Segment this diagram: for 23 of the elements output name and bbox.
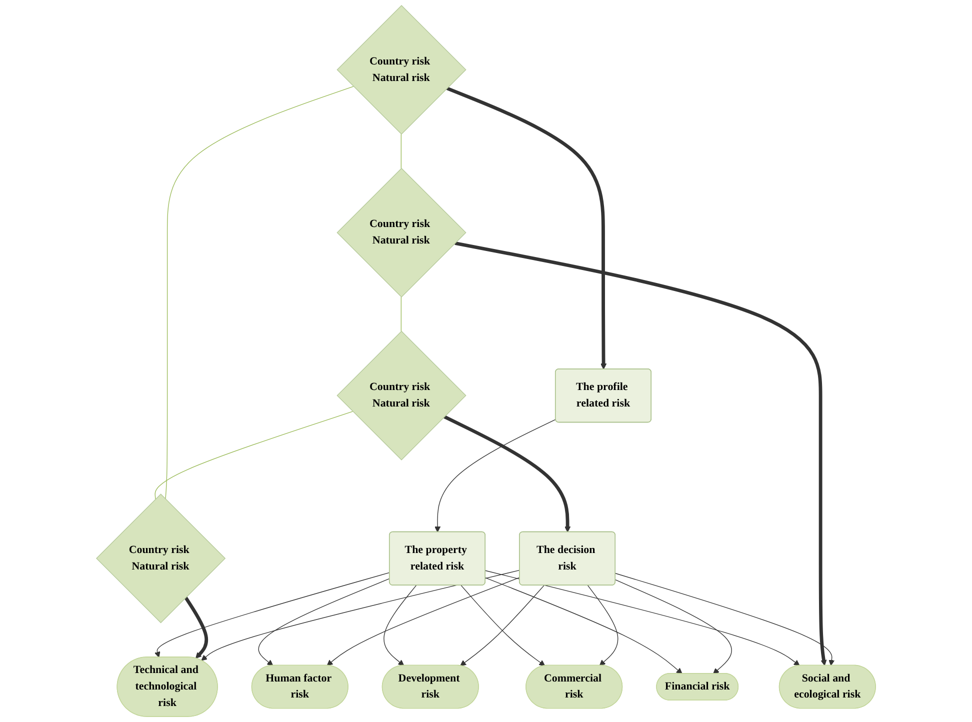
arrow	[384, 585, 417, 666]
arrow	[434, 419, 556, 532]
connector	[154, 411, 354, 500]
arrow	[587, 585, 618, 666]
arrow	[444, 415, 571, 532]
arrow	[446, 86, 607, 370]
arrow	[184, 596, 208, 659]
connector	[400, 296, 402, 332]
node-diamond: Country risk Natural risk	[336, 5, 466, 135]
arrow	[485, 570, 800, 666]
arrow	[615, 573, 835, 666]
arrow	[154, 572, 390, 658]
arrow	[201, 570, 520, 661]
arrow	[485, 577, 682, 674]
connector	[165, 86, 354, 500]
arrow	[454, 241, 827, 666]
arrow	[258, 578, 390, 666]
node-diamond: Country risk Natural risk	[336, 330, 466, 460]
node-diamond: Country risk Natural risk	[96, 494, 226, 624]
arrow	[326, 577, 520, 666]
arrow	[615, 580, 732, 674]
node-diamond: Country risk Natural risk	[336, 168, 466, 298]
connector	[400, 134, 402, 169]
